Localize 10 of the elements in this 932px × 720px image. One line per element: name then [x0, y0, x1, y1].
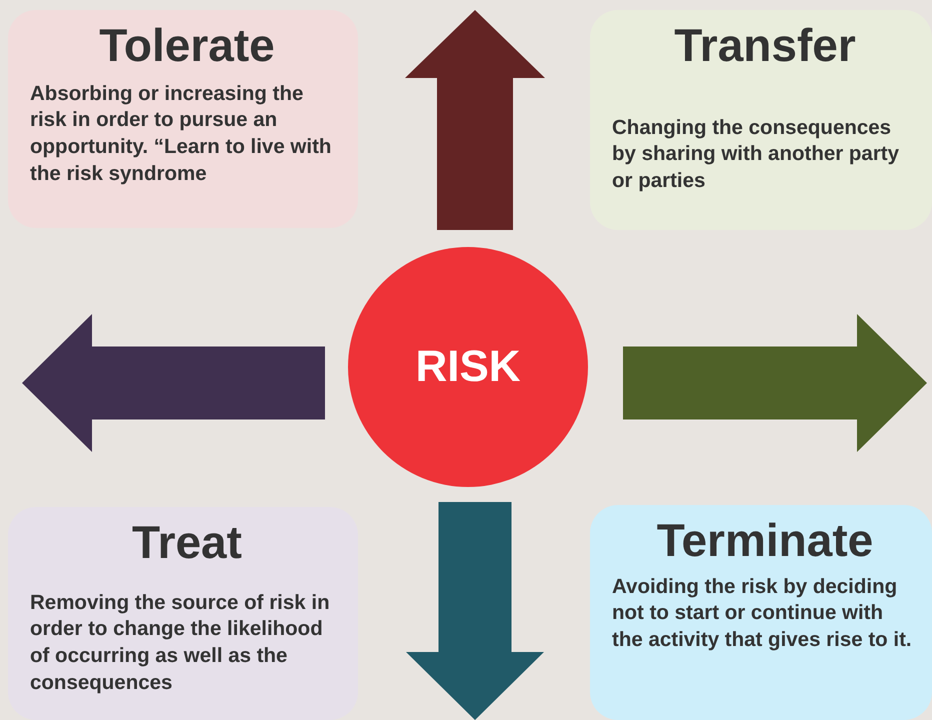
heading: Terminate [656, 515, 874, 566]
terminate-card [590, 505, 932, 720]
heading: Tolerate [98, 20, 276, 71]
heading: RISK [415, 342, 521, 392]
description: Removing the source of risk in order to change the likelihood of occurring as well as the consequences [30, 590, 331, 696]
heading: Treat [131, 517, 243, 568]
description: Avoiding the risk by deciding not to start or continue with the activity that gives rise to it. [612, 574, 913, 653]
description: Changing the consequences by sharing with another party or parties [612, 114, 900, 194]
description: Absorbing or increasing the risk in order to pursue an opportunity. “Learn to live with the risk syndrome [30, 80, 332, 187]
heading: Transfer [673, 20, 857, 71]
